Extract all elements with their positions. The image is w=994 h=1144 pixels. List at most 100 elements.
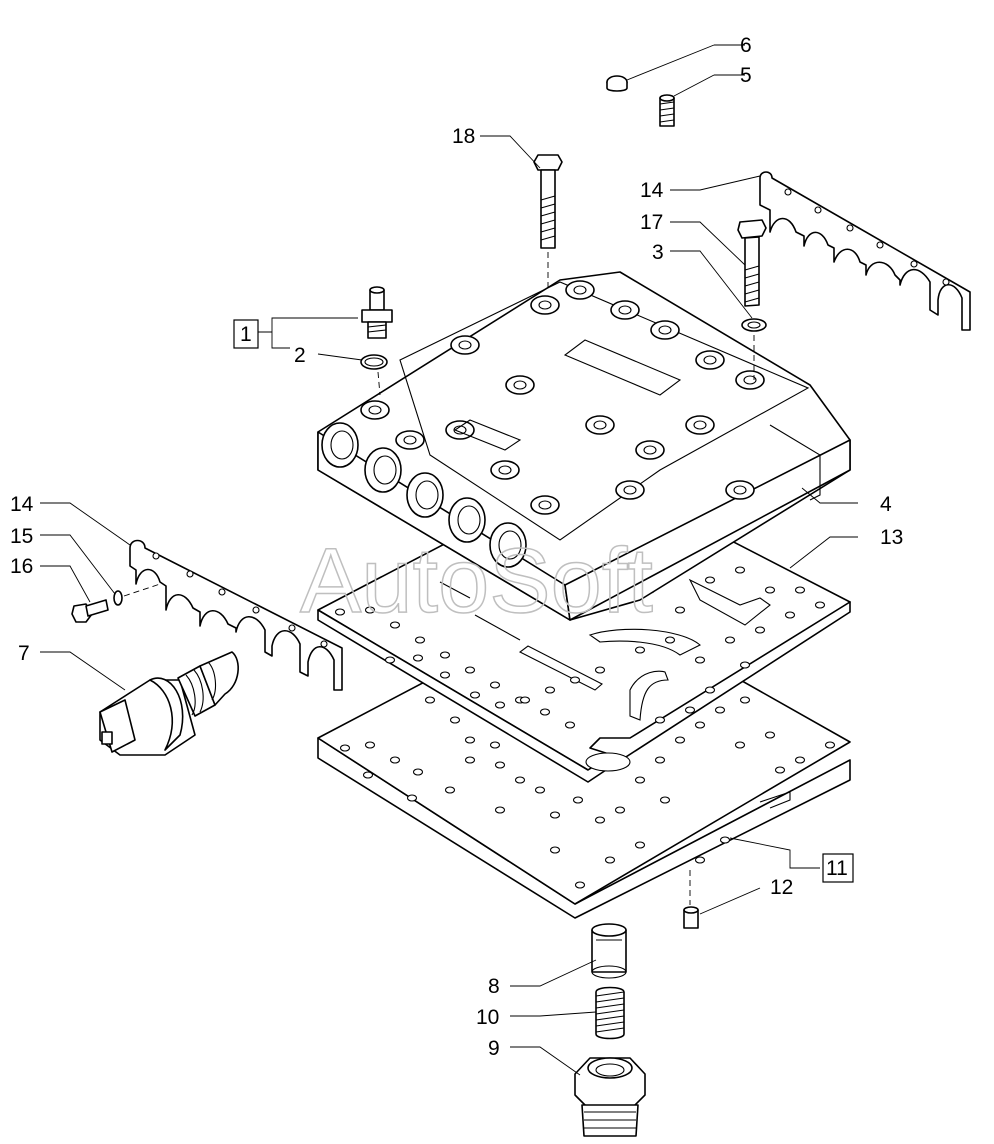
callout-12: 12 [770,876,793,899]
hole [444,786,456,794]
hole [414,636,426,644]
hole [684,706,696,714]
hole [489,741,501,749]
plug [606,75,628,92]
hole [514,776,526,784]
hole [395,430,425,450]
hole [634,776,646,784]
hole [593,420,607,430]
hole [494,761,506,769]
hole [594,816,606,824]
hole [464,756,476,764]
hole [368,405,382,415]
hole [544,686,556,694]
hole [439,671,451,679]
hole [364,606,376,614]
hole [610,300,640,320]
callout-17: 17 [640,211,663,234]
hole [464,736,476,744]
hole [334,608,346,616]
callout-18: 18 [452,125,475,148]
callout-1-box [233,319,259,349]
callout-15: 15 [10,525,33,548]
hole [539,708,551,716]
hole [764,586,776,594]
hole [494,806,506,814]
hole [650,320,680,340]
hole [635,440,665,460]
hole [695,350,725,370]
hole [403,435,417,445]
hole [505,375,535,395]
hole [674,736,686,744]
hole [449,716,461,724]
hole [724,636,736,644]
hole [704,686,716,694]
hole [659,796,671,804]
hole [703,355,717,365]
hole [694,656,706,664]
hole [719,836,731,844]
hole [564,721,576,729]
hole [384,656,396,664]
hole [498,530,522,560]
hole [339,744,351,752]
hole [439,651,451,659]
hole [424,696,436,704]
hole [694,721,706,729]
hole [565,280,595,300]
callout-10: 10 [476,1006,499,1029]
callout-14-left: 14 [10,493,34,516]
callout-labels: 6 5 18 14 17 3 1 2 4 13 14 15 16 7 11 12… [10,34,903,1060]
hole [364,741,376,749]
hole [530,295,560,315]
hole [389,756,401,764]
hole [489,681,501,689]
hole [824,741,836,749]
hole [658,325,672,335]
hole [574,881,586,889]
set-screw [659,94,675,127]
solenoid-valve [99,651,239,756]
hole [634,841,646,849]
callout-4: 4 [880,493,892,516]
hole [674,606,686,614]
hole [469,691,481,699]
hole [534,786,546,794]
hole [774,766,786,774]
hole [513,380,527,390]
pressure-sensor [360,286,393,396]
callout-8: 8 [488,975,500,998]
callout-16: 16 [10,555,33,578]
spring [595,986,625,1040]
callout-1: 1 [240,323,252,346]
hole [614,806,626,814]
hole [494,701,506,709]
callout-9: 9 [488,1037,500,1060]
hole [634,646,646,654]
hole [734,741,746,749]
hole [458,340,472,350]
hole [464,666,476,674]
hole [362,771,374,779]
callout-6: 6 [740,34,752,57]
hole [450,335,480,355]
leader-lines [40,44,858,1076]
callout-11: 11 [826,857,848,880]
hole [549,846,561,854]
callout-7: 7 [18,642,30,665]
callout-11-box [822,853,854,883]
hole [784,611,796,619]
hole [693,420,707,430]
hole [794,756,806,764]
hole [569,676,581,684]
hole [654,756,666,764]
hole [704,576,716,584]
small-dowel [683,870,699,929]
callout-3: 3 [652,241,664,264]
hole [572,796,584,804]
hole [814,601,826,609]
hole [530,495,560,515]
hole [734,566,746,574]
hole [733,485,747,495]
